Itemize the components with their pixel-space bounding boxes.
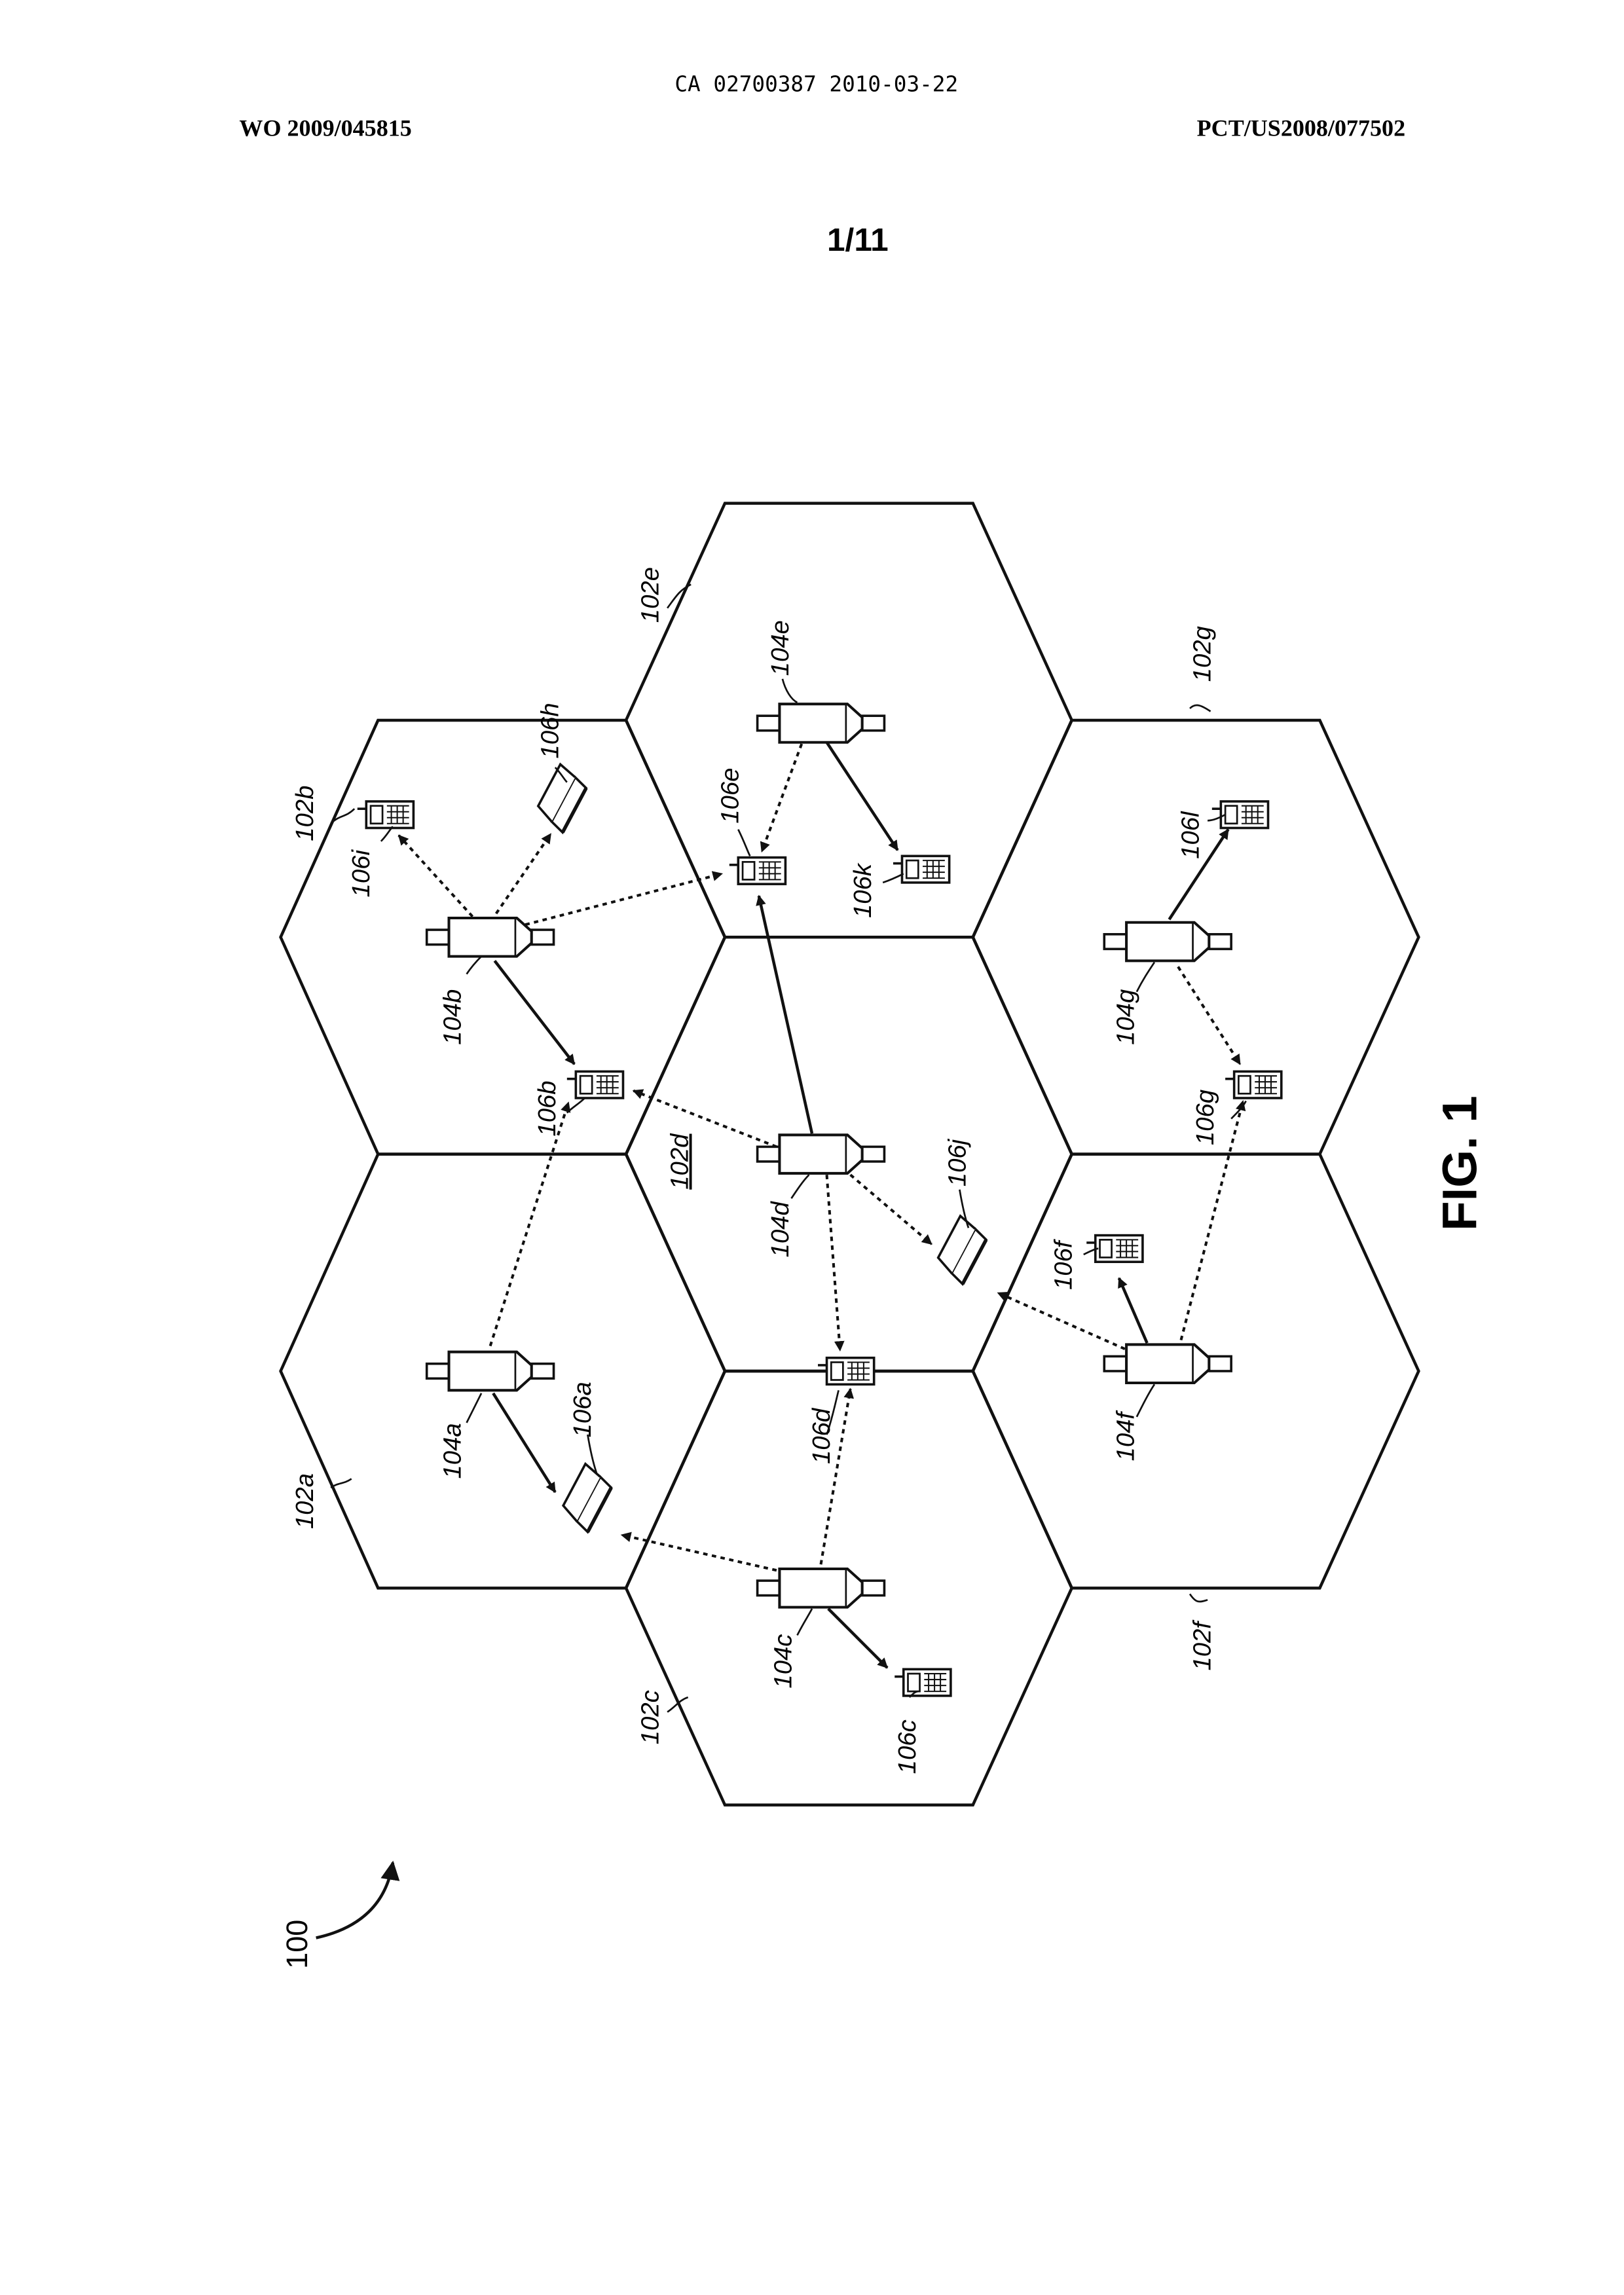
link-104a-106a: [493, 1393, 555, 1492]
label-100: 100: [280, 1920, 314, 1969]
laptop-106a: [558, 1464, 616, 1532]
link-104d-106e: [759, 896, 812, 1133]
link-104d-106d: [827, 1175, 840, 1350]
label-106h: 106h: [536, 703, 564, 758]
label-104b: 104b: [439, 989, 467, 1045]
base-station-104b: [427, 918, 554, 957]
link-104c-106a: [621, 1535, 777, 1570]
label-106d: 106d: [807, 1407, 836, 1464]
reference-numerals: 102a 102b 102c 102d 102e 102f 102g 104a …: [291, 567, 1219, 1774]
phone-106d: [818, 1358, 874, 1385]
link-104e-106e: [762, 744, 802, 852]
link-104b-106i: [399, 835, 473, 917]
header-document-id: CA 02700387 2010-03-22: [674, 72, 958, 97]
link-104a-106b: [490, 1103, 568, 1346]
link-104f-106j: [998, 1293, 1125, 1349]
label-106b: 106b: [533, 1080, 561, 1136]
phone-106k: [893, 856, 950, 883]
link-104c-106c: [828, 1609, 887, 1668]
link-104d-106j: [851, 1175, 932, 1244]
header-publication-number: WO 2009/045815: [239, 115, 411, 141]
system-reference: 100: [280, 1863, 393, 1969]
label-104d: 104d: [766, 1201, 794, 1258]
label-104f: 104f: [1111, 1410, 1139, 1461]
label-106l: 106l: [1177, 811, 1205, 859]
label-102a: 102a: [291, 1473, 319, 1529]
label-106j: 106j: [943, 1138, 971, 1186]
label-106k: 106k: [849, 862, 877, 918]
link-104b-106b: [494, 961, 574, 1064]
label-102b: 102b: [291, 786, 319, 841]
label-106e: 106e: [716, 768, 744, 824]
base-station-104c: [758, 1569, 885, 1607]
figure-label: FIG. 1: [1432, 1095, 1486, 1231]
label-106g: 106g: [1191, 1090, 1219, 1145]
link-104e-106k: [827, 743, 898, 851]
phone-106i: [358, 801, 414, 828]
label-104e: 104e: [766, 620, 794, 676]
label-102f: 102f: [1189, 1620, 1217, 1671]
link-layer: [399, 743, 1243, 1668]
base-station-104d: [758, 1135, 885, 1173]
phone-106e: [729, 858, 786, 885]
label-104g: 104g: [1111, 989, 1139, 1045]
base-station-104a: [427, 1352, 554, 1391]
terminal-layer: [358, 764, 1282, 1696]
label-106i: 106i: [347, 849, 375, 898]
label-102c: 102c: [637, 1690, 665, 1744]
phone-106g: [1225, 1071, 1282, 1098]
label-104a: 104a: [439, 1423, 467, 1478]
label-106f: 106f: [1050, 1239, 1078, 1290]
laptop-106j: [932, 1216, 990, 1284]
label-102g: 102g: [1189, 626, 1217, 682]
sheet-number: 1/11: [827, 221, 889, 258]
link-104b-106h: [496, 834, 551, 914]
phone-106b: [567, 1071, 623, 1098]
label-106a: 106a: [568, 1382, 597, 1437]
base-station-104g: [1104, 923, 1231, 961]
link-104f-106f: [1119, 1278, 1147, 1343]
label-106c: 106c: [893, 1719, 921, 1774]
base-station-104e: [758, 704, 885, 743]
phone-106c: [895, 1669, 951, 1696]
phone-106l: [1212, 801, 1268, 828]
header-application-number: PCT/US2008/077502: [1197, 115, 1405, 141]
label-102e: 102e: [637, 567, 665, 623]
link-104g-106g: [1178, 966, 1240, 1064]
curved-arrow-icon: [316, 1863, 393, 1938]
link-104b-106e: [517, 873, 722, 927]
base-station-104f: [1104, 1344, 1231, 1383]
label-104c: 104c: [769, 1634, 797, 1689]
label-102d: 102d: [666, 1133, 694, 1190]
link-104d-106b: [633, 1091, 777, 1147]
